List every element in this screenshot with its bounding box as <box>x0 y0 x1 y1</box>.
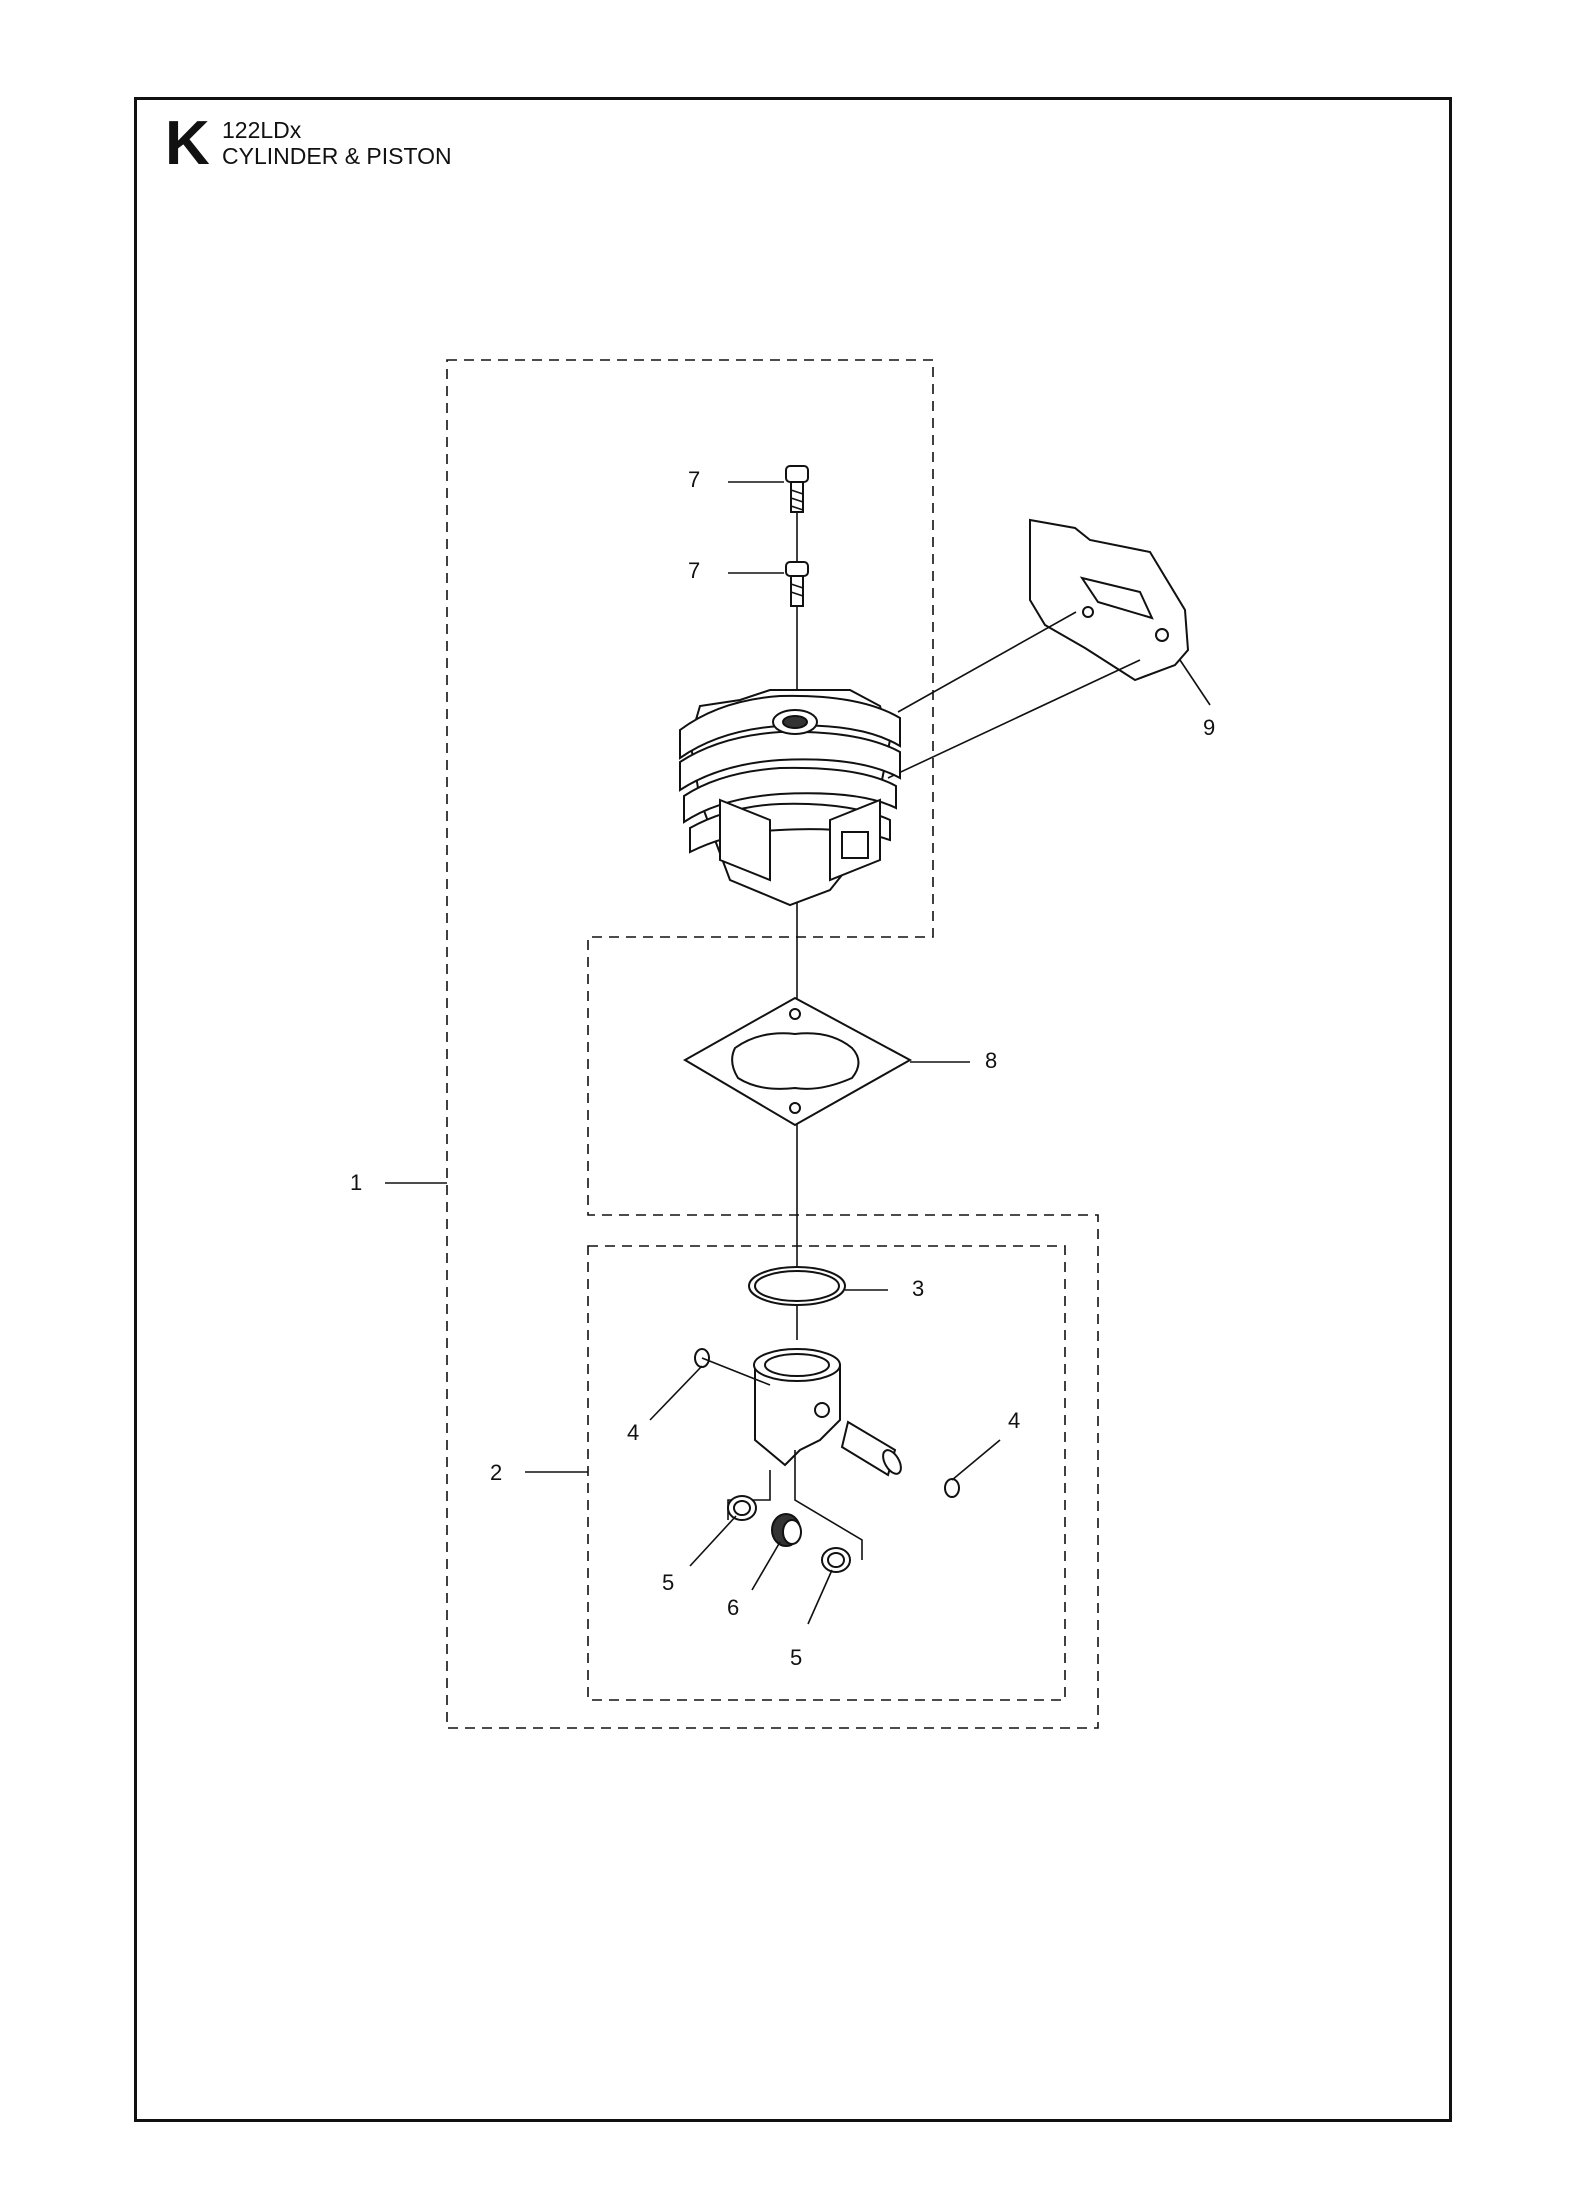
gasket-icon <box>682 996 913 1127</box>
screw-icon <box>785 465 809 513</box>
leader-line <box>689 1515 737 1567</box>
callout-washer-left: 5 <box>662 1570 674 1595</box>
piston-icon <box>753 1348 841 1467</box>
callout-cylinder-assembly: 1 <box>350 1170 362 1195</box>
group-outline-1 <box>446 359 1099 1729</box>
leader-line <box>951 1439 1001 1481</box>
leader-line <box>1179 659 1211 706</box>
screw-icon <box>785 561 809 607</box>
callout-needle-bearing: 6 <box>727 1595 739 1620</box>
ring-icon <box>748 1266 846 1306</box>
cylinder-icon <box>679 689 901 907</box>
washer-icon <box>821 1547 851 1573</box>
callout-piston-kit: 2 <box>490 1460 502 1485</box>
group-outline-2 <box>587 1245 1066 1701</box>
leader-line <box>897 611 1077 713</box>
washer-icon <box>727 1495 757 1521</box>
gasket-icon <box>1029 518 1190 682</box>
callout-screw-lower: 7 <box>688 558 700 583</box>
model-name: 122LDx <box>222 117 302 143</box>
callout-circlip-left: 4 <box>627 1420 639 1445</box>
callout-circlip-right: 4 <box>1008 1408 1020 1433</box>
callout-washer-right: 5 <box>790 1645 802 1670</box>
callout-muffler-gasket: 9 <box>1203 715 1215 740</box>
pin-icon <box>840 1420 902 1477</box>
bearing-icon <box>771 1513 802 1547</box>
section-letter: K <box>165 109 210 178</box>
leader-line <box>807 1569 833 1625</box>
leader-line <box>701 1357 771 1386</box>
page-title: CYLINDER & PISTON <box>222 143 452 169</box>
leader-line <box>751 1541 781 1591</box>
callout-screw-upper: 7 <box>688 467 700 492</box>
leader-line <box>887 659 1141 779</box>
circlip-icon <box>944 1478 960 1498</box>
callout-base-gasket: 8 <box>985 1048 997 1073</box>
page-frame <box>134 97 1452 2122</box>
callout-piston-ring: 3 <box>912 1276 924 1301</box>
leader-line <box>649 1365 703 1421</box>
